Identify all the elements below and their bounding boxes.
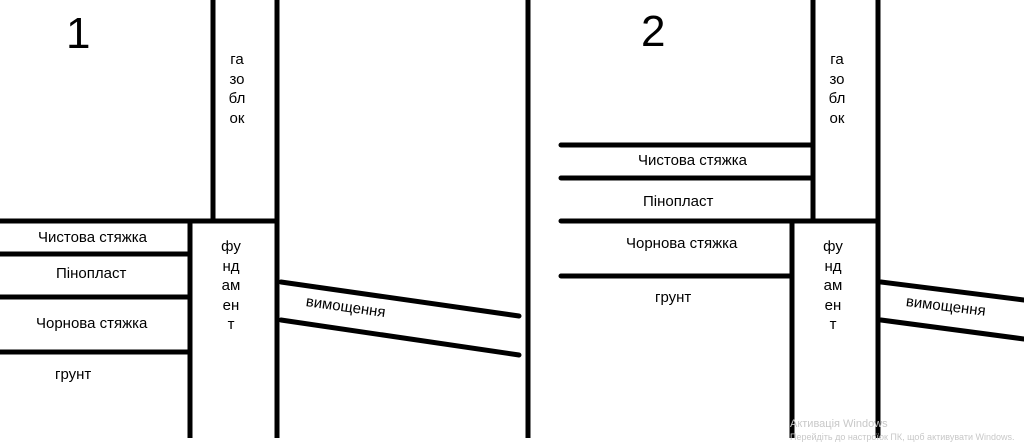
d2-paving-top: [878, 279, 1024, 303]
d1-finish-screed-label: Чистова стяжка: [38, 229, 147, 246]
d1-foundation-label: фундамент: [221, 238, 241, 333]
d2-finish-screed-label: Чистова стяжка: [638, 152, 747, 169]
d2-paving-bottom: [878, 317, 1024, 342]
d1-wall-label: газоблок: [228, 51, 246, 127]
watermark-line-2: Перейдіть до настроїок ПК, щоб активуват…: [790, 432, 1015, 442]
d1-paving-top: [278, 279, 522, 319]
d2-wall-label: газоблок: [828, 51, 846, 127]
d2-foam-label: Пінопласт: [643, 193, 714, 210]
d2-rough-screed-label: Чорнова стяжка: [626, 235, 738, 252]
d1-rough-screed-label: Чорнова стяжка: [36, 315, 148, 332]
watermark-line-1: Активація Windows: [790, 418, 888, 430]
d2-soil-label: грунт: [655, 289, 692, 306]
d1-paving-bottom: [278, 317, 522, 358]
d1-foam-label: Пінопласт: [56, 265, 127, 282]
d2-foundation-label: фундамент: [823, 238, 843, 333]
diagram-1-number: 1: [66, 9, 91, 58]
diagram-2-number: 2: [641, 7, 666, 56]
d1-soil-label: грунт: [55, 366, 92, 383]
